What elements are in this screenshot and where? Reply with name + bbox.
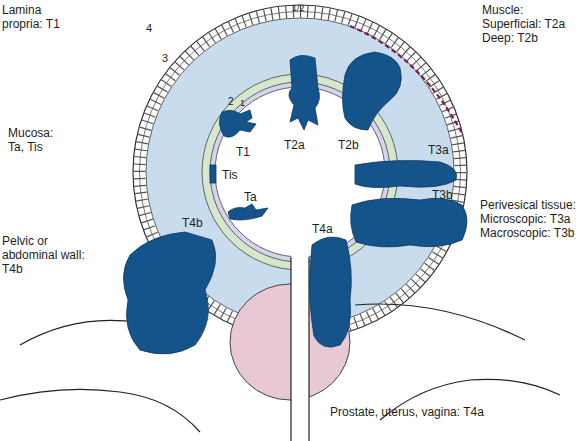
region-label: Prostate, uterus, vagina: T4a xyxy=(330,405,484,419)
pelvic-line xyxy=(0,389,200,432)
tumor-tis xyxy=(210,165,216,183)
layer-number: 1/2 xyxy=(292,3,305,14)
stage-label: T1 xyxy=(236,145,250,159)
stage-label: T4b xyxy=(182,216,203,230)
tumor-t1 xyxy=(219,110,256,137)
stage-label: T2b xyxy=(338,138,359,152)
layer-number: 4 xyxy=(146,22,152,35)
layer-number: 3 xyxy=(162,52,168,65)
region-label: Pelvic or abdominal wall: T4b xyxy=(2,234,90,276)
urethra xyxy=(291,240,309,441)
tumor-t3a xyxy=(355,161,457,188)
tumor-t4b xyxy=(123,232,215,354)
stage-label: T4a xyxy=(312,222,333,236)
region-label: Mucosa: Ta, Tis xyxy=(8,126,63,154)
stage-label: Tis xyxy=(222,168,238,182)
stage-label: T3b xyxy=(432,188,453,202)
tumor-t2b xyxy=(343,52,402,130)
tumor-ta xyxy=(228,204,268,220)
tumor-t3b xyxy=(351,198,467,247)
pelvic-line xyxy=(355,304,525,340)
tumor-t4a xyxy=(310,237,352,347)
urethra-wall xyxy=(290,257,291,441)
region-label: Lamina propria: T1 xyxy=(2,3,67,31)
stage-label: T3a xyxy=(428,143,449,157)
layer-number: 1 xyxy=(240,98,245,109)
layer-number: 2 xyxy=(228,96,234,108)
region-label: Perivesical tissue: Microscopic: T3a Mac… xyxy=(480,198,580,240)
stage-label: Ta xyxy=(244,190,257,204)
tumor-t2a xyxy=(289,55,320,130)
region-label: Muscle: Superficial: T2a Deep: T2b xyxy=(482,3,577,45)
stage-label: T2a xyxy=(284,138,305,152)
